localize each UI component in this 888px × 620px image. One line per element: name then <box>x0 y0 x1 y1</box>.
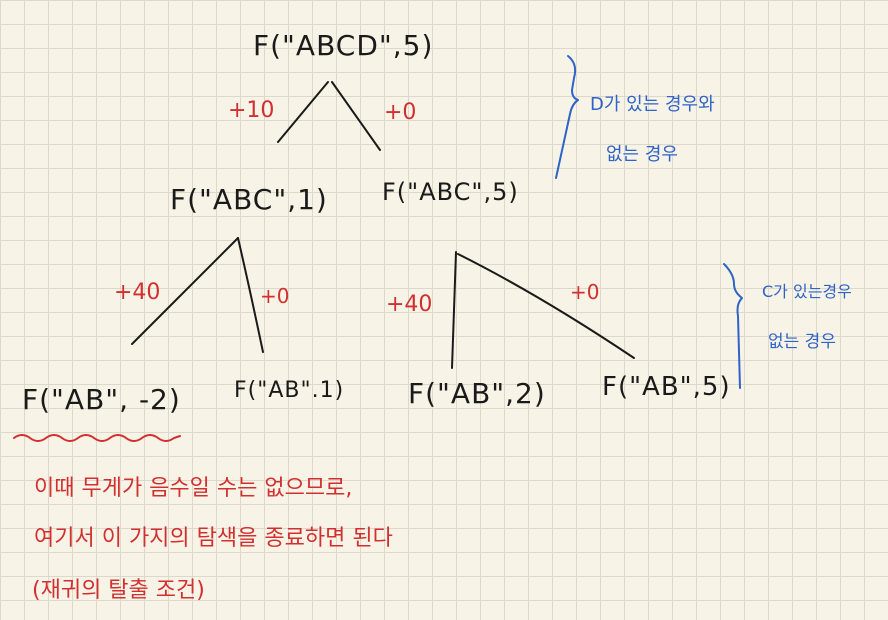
edge-abc5-left <box>451 251 457 369</box>
weight-root-left: +10 <box>228 98 275 123</box>
note-c-line1: C가 있는경우 <box>762 282 852 301</box>
explanation-line2: 여기서 이 가지의 탐색을 종료하면 된다 <box>34 526 393 551</box>
brace-d-cases <box>555 55 579 179</box>
node-abc-1: F("ABC",1) <box>170 183 328 216</box>
edge-abc1-left <box>131 237 239 345</box>
weight-abc1-right: +0 <box>260 284 290 308</box>
node-ab-2: F("AB",2) <box>408 377 546 410</box>
note-c-line2: 없는 경우 <box>768 332 836 352</box>
node-abc-5: F("ABC",5) <box>382 178 519 206</box>
explanation-line1: 이때 무게가 음수일 수는 없으므로, <box>34 476 353 501</box>
node-ab-1: F("AB".1) <box>234 378 345 403</box>
weight-root-right: +0 <box>384 100 417 125</box>
edge-abc1-right <box>237 237 264 353</box>
note-d-line2: 없는 경우 <box>606 144 678 165</box>
note-d-line1: D가 있는 경우와 <box>590 94 715 115</box>
weight-abc5-left: +40 <box>386 292 433 317</box>
explanation-line3: (재귀의 탈출 조건) <box>32 578 205 603</box>
edge-abc5-right <box>457 253 635 359</box>
edge-root-left <box>277 81 329 143</box>
node-ab-neg2: F("AB", -2) <box>22 383 181 416</box>
node-ab-5: F("AB",5) <box>602 372 731 402</box>
weight-abc5-right: +0 <box>570 280 600 304</box>
weight-abc1-left: +40 <box>114 280 161 305</box>
node-root: F("ABCD",5) <box>253 29 434 62</box>
edge-root-right <box>331 81 381 151</box>
brace-c-cases <box>723 263 743 389</box>
underline-squiggle <box>13 434 181 442</box>
